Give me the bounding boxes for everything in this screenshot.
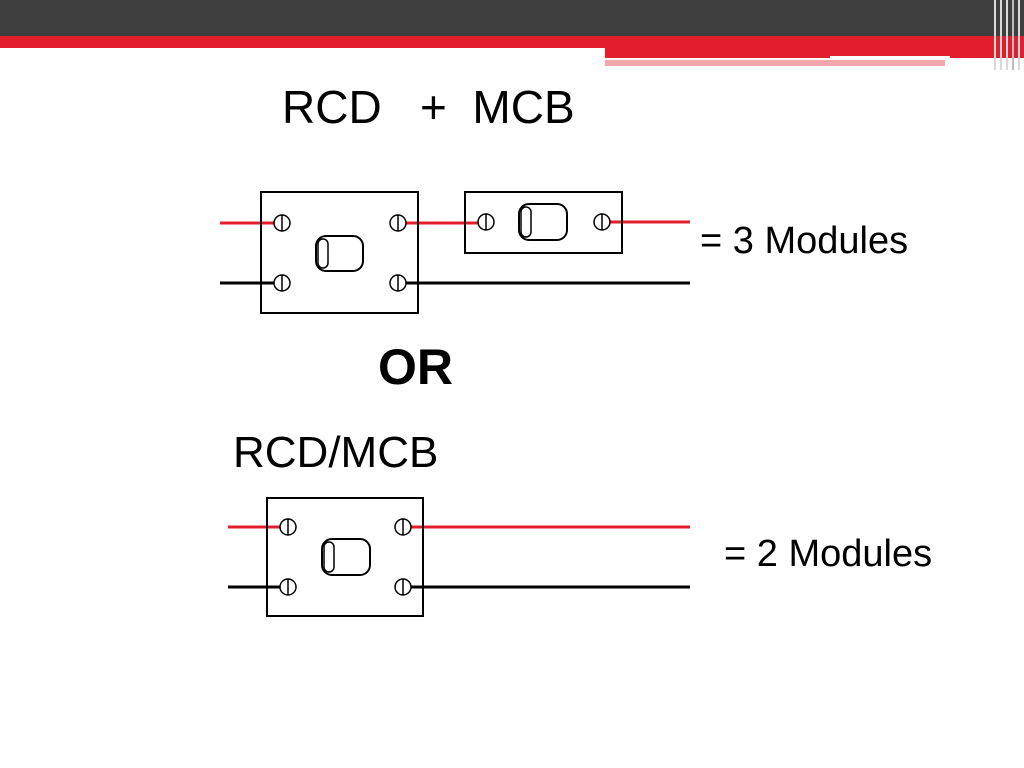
three-modules-label: = 3 Modules [700,220,909,262]
terminal-screw-icon [394,518,412,536]
two-modules-label: = 2 Modules [724,533,933,575]
header-pink-accent [605,60,945,66]
toggle-switch-icon [321,538,371,576]
rcd-module [260,191,419,314]
header-edge-strips [994,0,1024,70]
header-white-accent [830,56,950,59]
rcbo-combined-diagram [228,497,690,617]
mcb-module [464,191,623,254]
terminal-screw-icon [279,518,297,536]
rcd-mcb-combined-title: RCD/MCB [233,428,439,477]
toggle-switch-icon [315,235,364,272]
terminal-screw-icon [389,274,407,292]
terminal-screw-icon [593,213,611,231]
rcd-plus-mcb-title: RCD + MCB [282,81,575,133]
terminal-screw-icon [394,578,412,596]
terminal-screw-icon [273,214,291,232]
rcd-mcb-separate-diagram [220,191,690,314]
rcbo-module [266,497,424,617]
header-red-bar [0,36,1024,48]
header-dark-bar [0,0,1024,36]
header-red-accent [605,48,1024,58]
terminal-screw-icon [389,214,407,232]
terminal-screw-icon [273,274,291,292]
or-label: OR [378,339,453,395]
terminal-screw-icon [477,213,495,231]
toggle-switch-icon [518,203,568,241]
terminal-screw-icon [279,578,297,596]
